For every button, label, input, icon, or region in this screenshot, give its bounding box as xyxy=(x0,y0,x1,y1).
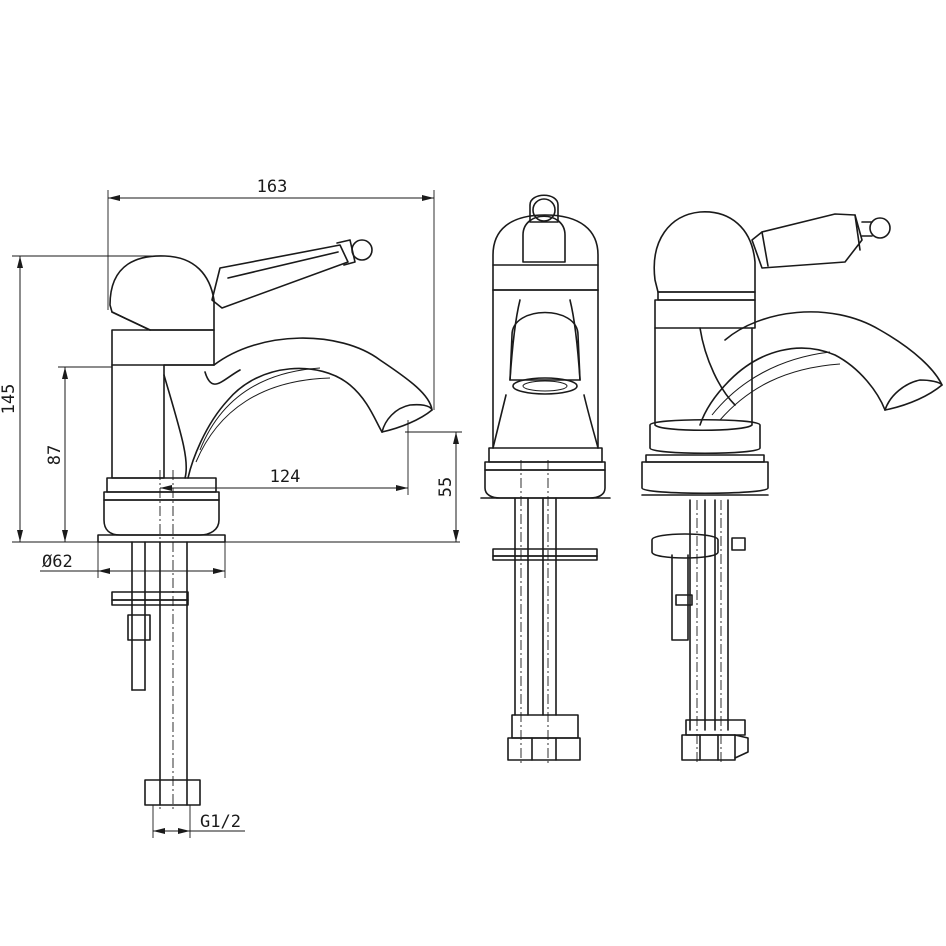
dim-overall-height: 145 xyxy=(0,384,19,415)
dim-overall-width: 163 xyxy=(257,177,288,197)
dim-base-diameter: Ø62 xyxy=(42,552,73,572)
dim-spout-reach: 124 xyxy=(270,467,301,487)
dim-thread: G1/2 xyxy=(200,812,241,832)
perspective-view xyxy=(641,211,943,765)
side-view xyxy=(97,239,433,810)
front-view xyxy=(480,194,611,765)
dim-spout-clearance: 55 xyxy=(436,477,456,497)
dim-body-height: 87 xyxy=(45,445,65,465)
dimension-lines: 163 145 87 124 55 Ø62 xyxy=(0,177,462,838)
